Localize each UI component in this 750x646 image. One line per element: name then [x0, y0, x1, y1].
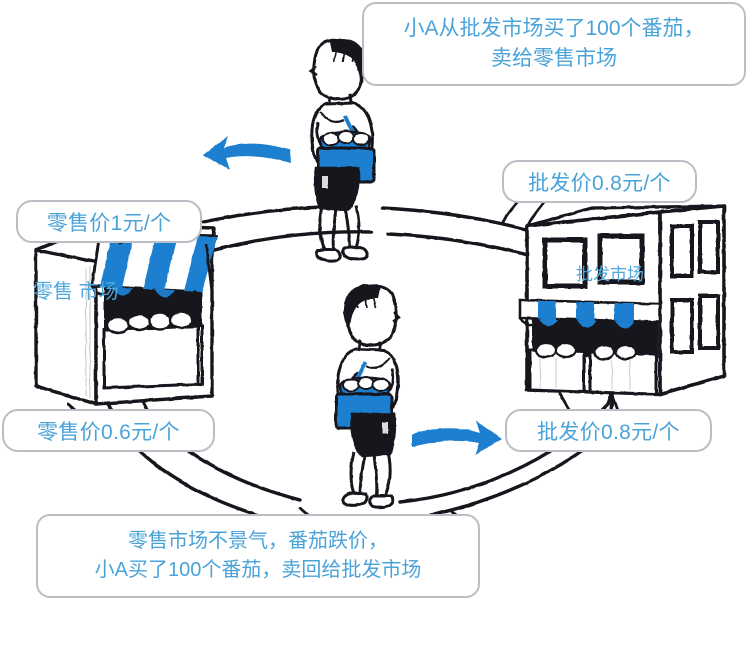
retail-sign-line-1: 零售 [33, 281, 73, 303]
retail-sign-line-2: 市场 [78, 281, 119, 303]
figure-top-walking-left [309, 38, 376, 263]
top-narration-line-1: 小A从批发市场买了100个番茄， [403, 16, 705, 40]
wholesale-market-building [518, 204, 726, 396]
bottom-narration-line-2: 小A买了100个番茄，卖回给批发市场 [94, 559, 422, 581]
arrow-right-icon [412, 421, 502, 455]
wholesale-market-sign: 批发市场 [576, 264, 644, 287]
retail-market-sign: 零售 市场 [33, 279, 119, 306]
wholesale-price-bottom-tag: 批发价0.8元/个 [505, 409, 712, 452]
top-narration-line-2: 卖给零售市场 [491, 47, 617, 70]
top-narration-callout: 小A从批发市场买了100个番茄， 卖给零售市场 [362, 2, 746, 86]
retail-market-building [34, 222, 218, 406]
wholesale-price-top-tag: 批发价0.8元/个 [502, 160, 697, 203]
bottom-narration-callout: 零售市场不景气，番茄跌价， 小A买了100个番茄，卖回给批发市场 [36, 514, 480, 598]
wholesale-awning [518, 298, 662, 330]
arrow-left-icon [203, 136, 291, 170]
retail-price-1-tag: 零售价1元/个 [16, 200, 202, 243]
retail-awning [90, 230, 218, 300]
bottom-narration-line-1: 零售市场不景气，番茄跌价， [128, 530, 388, 552]
wholesale-sign-line-1: 批发市场 [576, 265, 644, 284]
figure-bottom-walking-right [334, 284, 401, 509]
retail-price-06-tag: 零售价0.6元/个 [2, 409, 215, 452]
